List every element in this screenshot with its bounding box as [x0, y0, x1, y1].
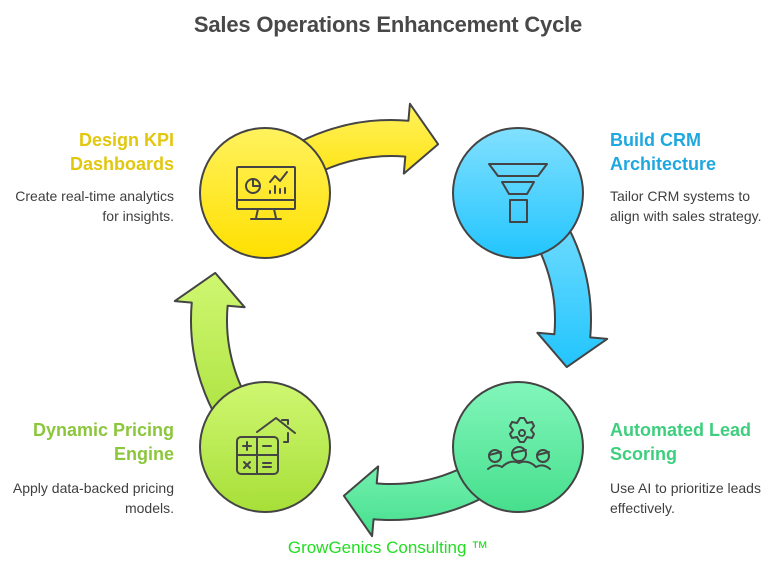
step-title-line: Automated Lead — [610, 420, 752, 440]
step-title-line: Dynamic Pricing — [32, 420, 174, 440]
step-title-dynamic-pricing-engine: Dynamic Pricing Engine — [0, 418, 174, 466]
step-desc-dynamic-pricing-engine: Apply data-backed pricing models. — [0, 478, 174, 518]
step-desc-line: for insights. — [102, 208, 174, 224]
step-desc-line: effectively. — [610, 500, 675, 516]
step-desc-line: Create real-time analytics — [15, 188, 174, 204]
step-title-line: Dashboards — [69, 154, 174, 174]
step-desc-design-kpi-dashboards: Create real-time analytics for insights. — [0, 186, 174, 226]
step-desc-line: align with sales strategy. — [610, 208, 762, 224]
funnel-icon — [488, 163, 548, 223]
step-desc-build-crm-architecture: Tailor CRM systems to align with sales s… — [610, 186, 776, 226]
step-desc-line: Apply data-backed pricing — [12, 480, 174, 496]
step-desc-line: Use AI to prioritize leads — [610, 480, 761, 496]
step-desc-line: models. — [124, 500, 174, 516]
step-title-line: Engine — [113, 444, 174, 464]
step-title-line: Build CRM — [610, 130, 701, 150]
step-title-line: Architecture — [610, 154, 717, 174]
ai-team-scoring-icon — [487, 417, 551, 470]
step-title-line: Scoring — [610, 444, 678, 464]
step-desc-automated-lead-scoring: Use AI to prioritize leads effectively. — [610, 478, 776, 518]
pricing-calculator-icon — [236, 417, 296, 475]
step-title-design-kpi-dashboards: Design KPI Dashboards — [0, 128, 174, 176]
step-title-line: Design KPI — [78, 130, 174, 150]
diagram-title: Sales Operations Enhancement Cycle — [193, 12, 583, 37]
step-title-automated-lead-scoring: Automated Lead Scoring — [610, 418, 776, 466]
step-desc-line: Tailor CRM systems to — [610, 188, 751, 204]
monitor-analytics-icon — [236, 166, 296, 220]
footer-brand: GrowGenics Consulting ™ — [287, 538, 489, 557]
step-title-build-crm-architecture: Build CRM Architecture — [610, 128, 776, 176]
step-node-design-kpi-dashboards — [199, 127, 331, 259]
